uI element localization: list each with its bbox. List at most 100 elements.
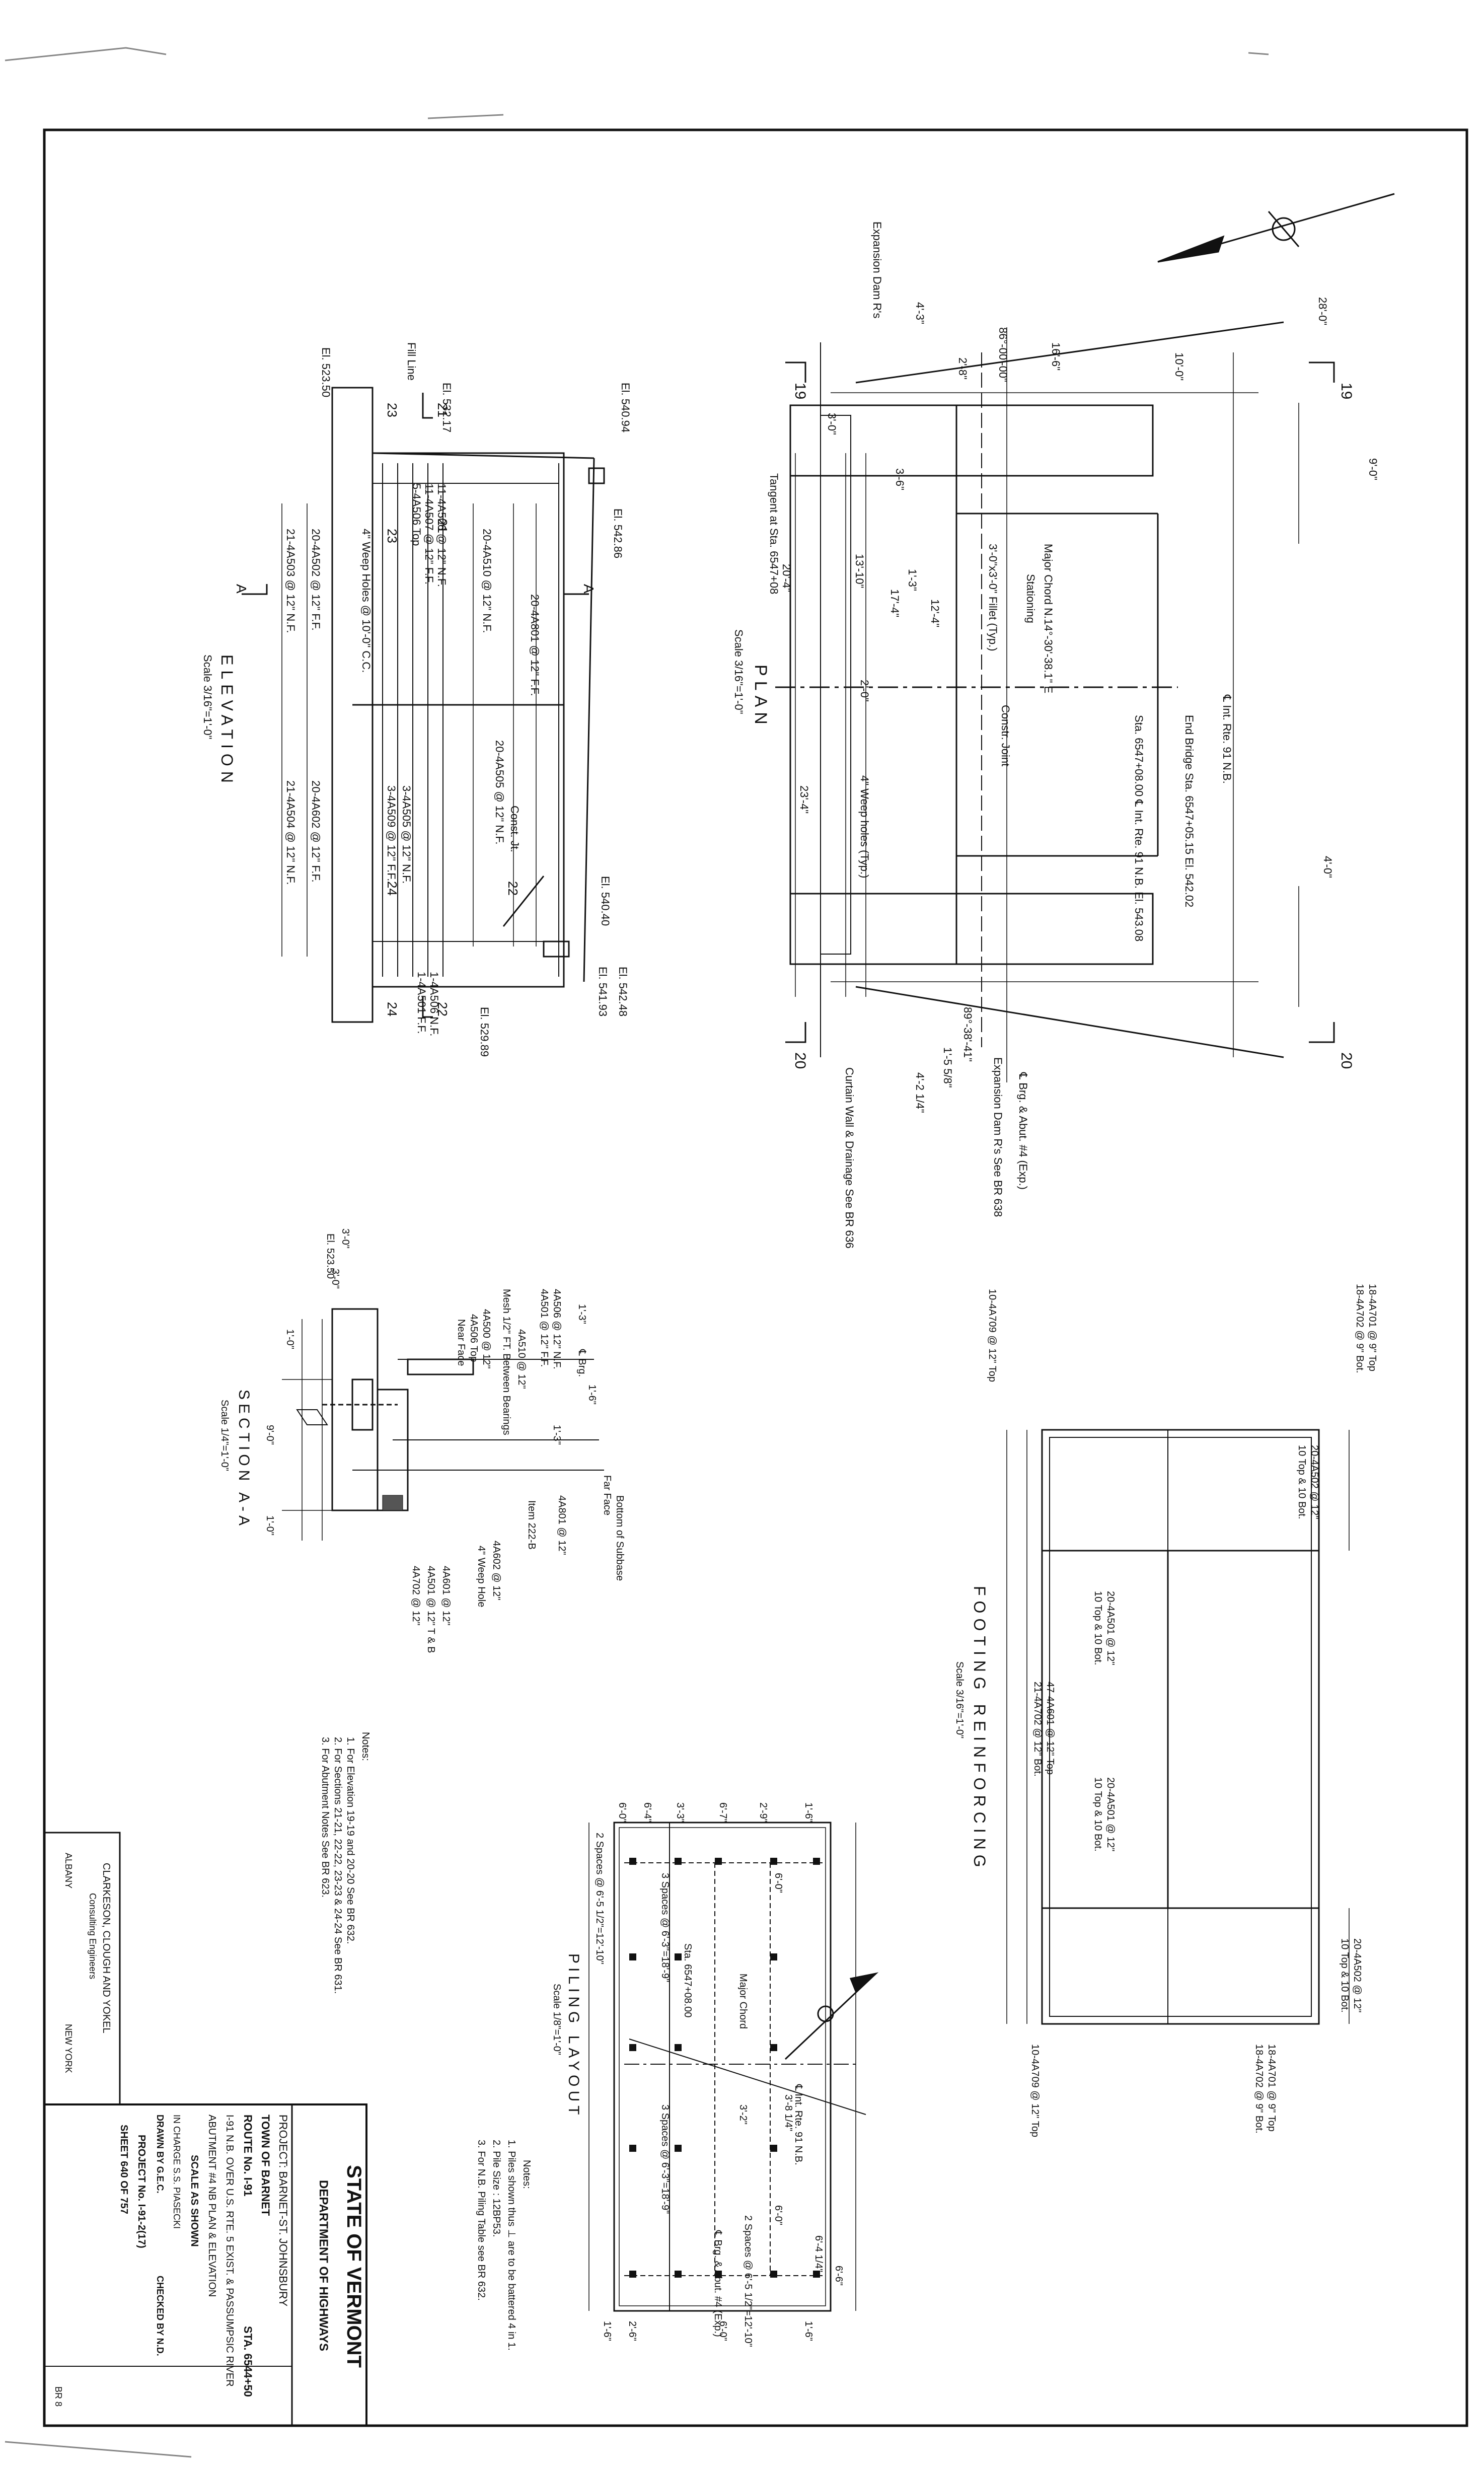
general-note-item: 2. For Sections 21-21, 22-22, 23-23 & 24…	[332, 1737, 343, 1994]
piling-dim: 6'-4 1/4"	[813, 2235, 824, 2272]
footing-note: 47-4A601 @ 12" Top	[1045, 1682, 1056, 1775]
section-aa-note: 4A601 @ 12"	[440, 1566, 452, 1626]
section-aa-note: 4A506 @ 12" N.F.	[551, 1289, 562, 1369]
piling-north-arrow-icon	[784, 1972, 879, 2060]
plan-dim: 16'-6"	[1050, 342, 1062, 371]
footing-note: 20-4A501 @ 12"	[1105, 1777, 1116, 1852]
piling-note: ℄ Int. Rte. 91 N.B.	[793, 2084, 804, 2165]
section-mark: 22	[435, 1002, 450, 1016]
piling-pile-note: 2. Pile Size : 12BP53.	[491, 2140, 502, 2237]
section-aa-dim: 1'-0"	[284, 1329, 295, 1349]
elevation-note: 11-4A507 @ 12" F.F.	[423, 483, 435, 585]
consultant-block: CLARKESON, CLOUGH AND YOKEL Consulting E…	[43, 1832, 121, 2105]
section-aa-labels: SECTION A-A Scale 1/4"=1'-0" El. 523.50 …	[219, 1228, 625, 1653]
piling-dim: 6'-0"	[773, 1873, 784, 1893]
title-sta: STA. 6544+50	[242, 2326, 254, 2397]
plan-dim: 1'-3"	[906, 569, 919, 591]
plan-dim: 4'-2 1/4"	[914, 1072, 926, 1113]
section-mark: 19	[792, 383, 808, 399]
footing-note: 20-4A501 @ 12"	[1105, 1591, 1116, 1665]
title-project-no: PROJECT No. I-91-2(17)	[136, 2135, 147, 2248]
plan-dim: 4'-0"	[1321, 856, 1334, 878]
plan-dim: 3'-6"	[894, 468, 906, 490]
plan-note: Major Chord N.14°-30'-38.1" E	[1042, 544, 1055, 693]
piling-note: Major Chord	[737, 1974, 749, 2029]
section-mark: 20	[792, 1052, 808, 1069]
elevation-title: ELEVATION	[218, 654, 236, 788]
section-aa-dim: 1'-3"	[551, 1425, 562, 1445]
footing-note: 10 Top & 10 Bot.	[1092, 1777, 1103, 1852]
section-aa-note: Mesh 1/2" FT. Between Bearings	[501, 1289, 512, 1435]
plan-note: Constr. Joint	[999, 705, 1012, 766]
piling-note: 3 Spaces @ 6'-3"=18'-9"	[659, 2104, 671, 2214]
footing-note: 20-4A502 @ 12"	[1309, 1445, 1320, 1519]
piling-dim: 3'-2"	[737, 2104, 749, 2125]
elevation-note: 20-4A602 @ 12" F.F.	[310, 780, 322, 883]
section-aa-note: ℄ Brg.	[576, 1349, 587, 1377]
section-mark: 23	[385, 529, 400, 543]
title-in-charge: IN CHARGE S.S. PIASECKI	[172, 2115, 182, 2229]
plan-dim: 4'-3"	[914, 302, 926, 324]
piling-layout-view	[588, 1822, 866, 2312]
elevation-note: 20-4A505 @ 12" N.F.	[493, 740, 506, 844]
elevation-note: 3-4A505 @ 12" N.F.	[400, 785, 413, 884]
plan-note: 4" Weep holes (Typ.)	[858, 775, 871, 878]
plan-note: 3'-0"x3'-0" Fillet (Typ.)	[987, 544, 999, 651]
elevation-scale: Scale 3/16"=1'-0"	[201, 654, 214, 739]
piling-dim: 1'-6"	[803, 2321, 814, 2341]
elevation-note: El. 532.17	[440, 383, 453, 432]
section-aa-title: SECTION A-A	[236, 1390, 252, 1530]
elevation-note: 11-4A506 @ 12" N.F.	[435, 483, 448, 587]
piling-dim: 6'-0"	[717, 2321, 728, 2341]
piling-dim: 2'-6"	[627, 2321, 638, 2341]
piling-note: 2 Spaces @ 6'-5 1/2"=12'-10"	[594, 1833, 605, 1965]
plan-note: Sta. 6547+08.00 ℄ Int. Rte. 91 N.B. El. …	[1133, 715, 1145, 941]
section-aa-dim: 1'-0"	[264, 1515, 275, 1536]
footing-reinforcing-view	[1006, 1429, 1350, 2025]
piling-dim: 3'-8 1/4"	[783, 2094, 794, 2131]
section-aa-note: 4A506 Top	[468, 1314, 479, 1362]
section-aa-note: 4A702 @ 12"	[410, 1566, 421, 1626]
elevation-note: El. 540.40	[599, 876, 612, 926]
title-checked: CHECKED BY N.D.	[155, 2276, 165, 2356]
elevation-note: 1-4A506 N.F.	[428, 972, 440, 1036]
piling-scale: Scale 1/8"=1'-0"	[551, 1984, 562, 2055]
title-town: TOWN OF BARNET	[259, 2115, 272, 2216]
section-aa-note: Far Face	[602, 1475, 613, 1515]
plan-dim: 28'-0"	[1316, 297, 1329, 325]
elevation-note: Const. Jt.	[508, 806, 521, 852]
footing-note: 10 Top & 10 Bot.	[1092, 1591, 1103, 1665]
section-mark: 19	[1338, 383, 1355, 399]
elevation-note: 20-4A502 @ 12" F.F.	[310, 529, 322, 631]
footing-note: 10 Top & 10 Bot.	[1296, 1445, 1307, 1519]
footing-note: 18-4A701 @ 9" Top	[1266, 2044, 1277, 2132]
consultant-name: CLARKESON, CLOUGH AND YOKEL	[101, 1863, 112, 2033]
section-aa-dim: 9'-0"	[264, 1425, 275, 1445]
general-note-item: 3. For Abutment Notes See BR 623.	[320, 1737, 331, 1898]
section-aa-note: 4A500 @ 12"	[481, 1309, 492, 1369]
footing-note: 21-4A702 @ 12" Bot.	[1032, 1682, 1043, 1777]
elevation-note: El. 523.50	[320, 347, 332, 397]
plan-note: Curtain Wall & Drainage See BR 636	[843, 1067, 856, 1249]
elevation-note: Fill Line	[405, 342, 418, 381]
section-mark: 23	[385, 403, 400, 417]
plan-title: PLAN	[751, 665, 770, 730]
piling-note: 3 Spaces @ 6'-3"=18'-9"	[659, 1873, 671, 1982]
plan-dim: 23'-4"	[798, 785, 810, 814]
footing-note: 10-4A709 @ 12" Top	[1029, 2044, 1041, 2137]
piling-dim: 6'-0"	[773, 2205, 784, 2225]
title-state: STATE OF VERMONT	[343, 2165, 365, 2368]
piling-dim: 1'-6"	[803, 1802, 814, 1823]
section-aa-note: Item 222-B	[526, 1500, 537, 1550]
section-mark: 24	[385, 1002, 400, 1016]
footing-note: 10 Top & 10 Bot.	[1339, 1938, 1350, 2013]
plan-dim: 2'-0"	[858, 680, 871, 702]
title-sheet: SHEET 640 OF 757	[118, 2125, 129, 2214]
section-aa-note: 4A602 @ 12"	[491, 1541, 502, 1601]
plan-note: Tangent at Sta. 6547+08	[768, 473, 780, 594]
title-block: STATE OF VERMONT DEPARTMENT OF HIGHWAYS …	[43, 2103, 367, 2427]
piling-dim: 6'-0"	[617, 1802, 628, 1823]
elevation-note: El. 541.93	[597, 967, 609, 1016]
piling-dim: 6'-4"	[642, 1802, 653, 1823]
